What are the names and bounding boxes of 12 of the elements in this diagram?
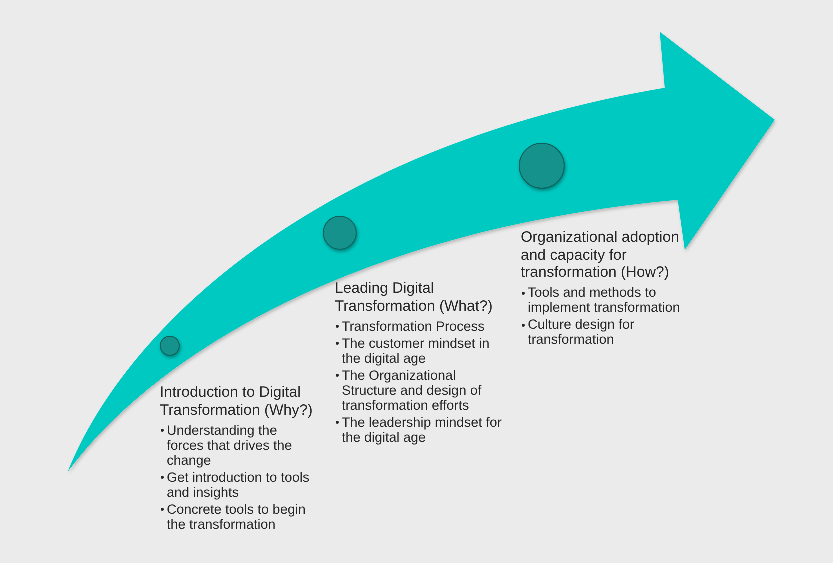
bullet-text: Tools and methods to implement transformation xyxy=(528,285,680,315)
bullet-text: Get introduction to tools and insights xyxy=(167,470,310,500)
bullet-text: The customer mindset in the digital age xyxy=(342,336,490,366)
stage-heading: Organizational adoption and capacity for transformation (How?) xyxy=(521,229,680,282)
bullet-text: Concrete tools to begin the transformation xyxy=(167,502,306,532)
bullet-text: Culture design for transformation xyxy=(528,317,635,347)
stage-heading: Leading Digital Transformation (What?) xyxy=(335,280,494,315)
bullet-text: The Organizational Structure and design of transformation efforts xyxy=(342,368,482,412)
bullet-text: The leadership mindset for the digital age xyxy=(342,414,502,444)
bullet-text: Transformation Process xyxy=(342,318,485,334)
stage-heading: Introduction to Digital Transformation (Why?) xyxy=(160,384,313,419)
bullet-text: Understanding the forces that drives the change xyxy=(167,422,292,468)
